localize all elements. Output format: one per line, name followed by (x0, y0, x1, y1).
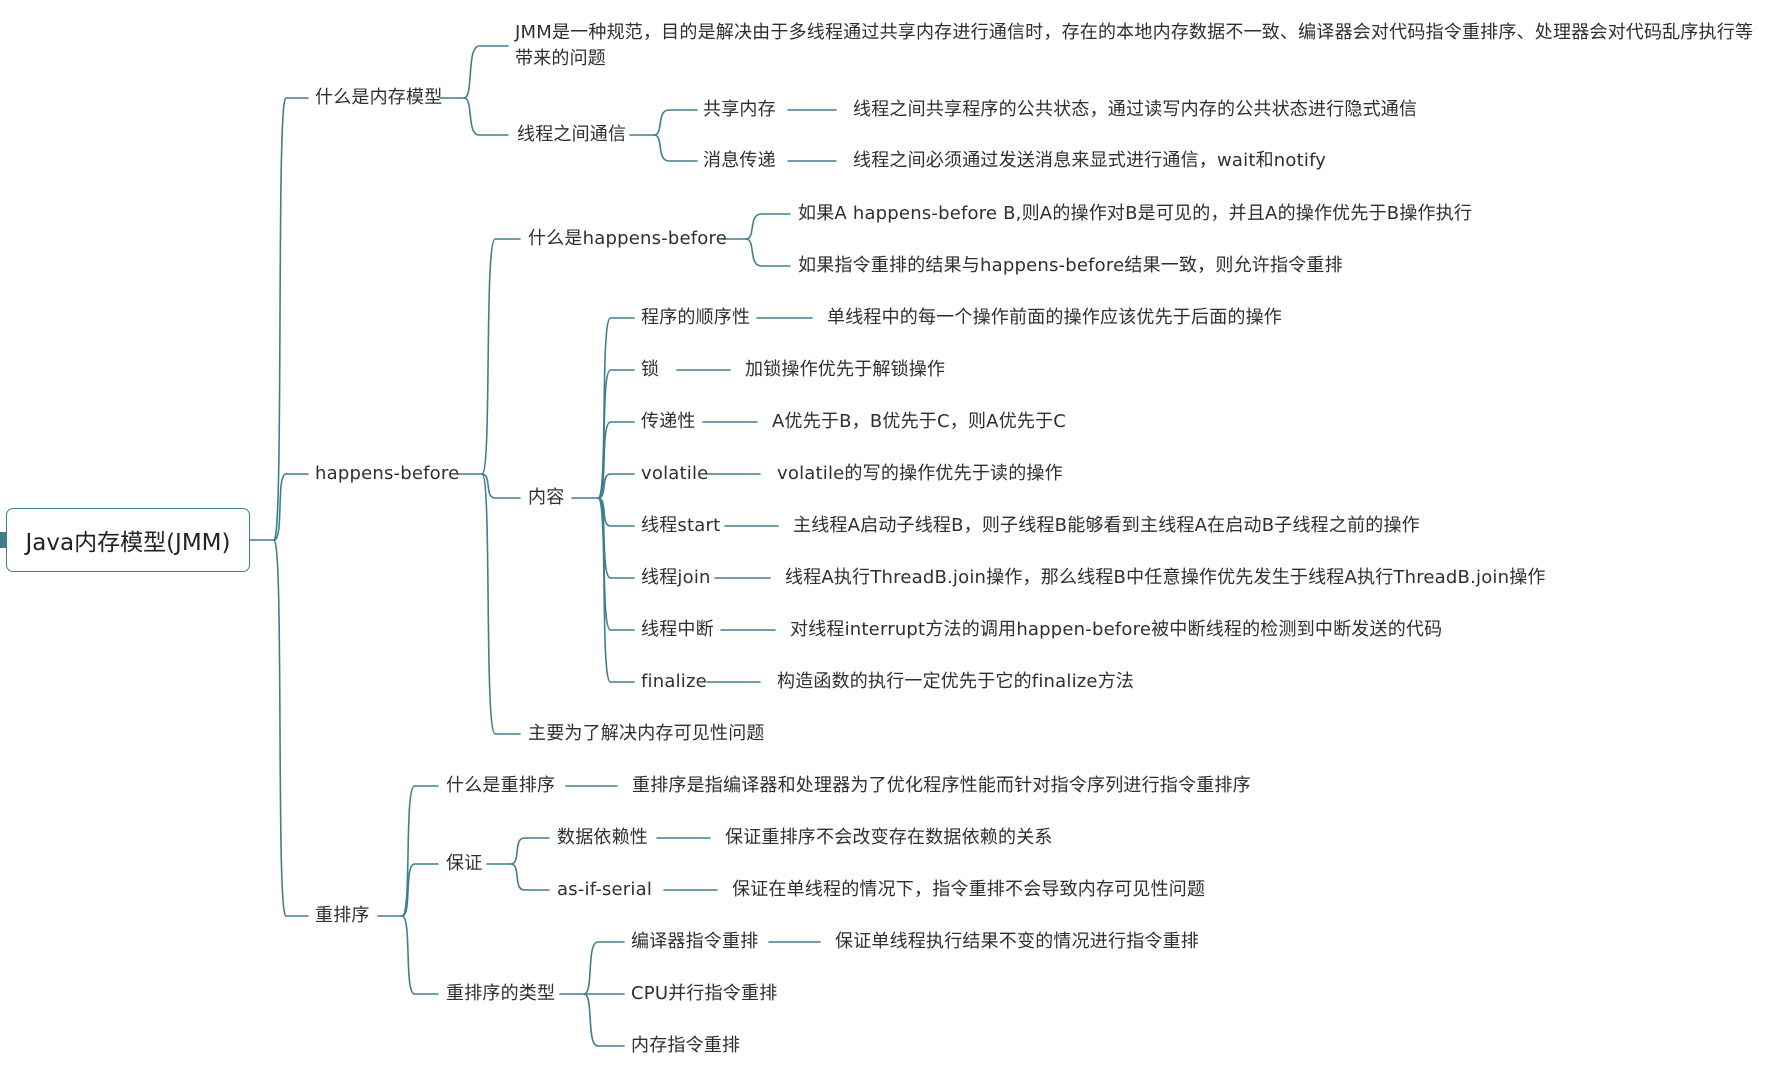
node-what-is-happens-before[interactable]: 什么是happens-before (528, 228, 727, 249)
node-as-if-serial-detail[interactable]: 保证在单线程的情况下，指令重排不会导致内存可见性问题 (732, 879, 1206, 900)
node-shared-memory-detail[interactable]: 线程之间共享程序的公共状态，通过读写内存的公共状态进行隐式通信 (853, 99, 1418, 120)
connector-23 (597, 421, 635, 499)
node-what-is-reorder-detail[interactable]: 重排序是指编译器和处理器为了优化程序性能而针对指令序列进行指令重排序 (632, 775, 1251, 796)
connector-9 (653, 109, 698, 136)
node-rule-transitivity[interactable]: 传递性 (641, 411, 696, 432)
node-memory-reorder[interactable]: 内存指令重排 (631, 1035, 741, 1056)
connector-28 (597, 497, 635, 683)
node-reorder-types[interactable]: 重排序的类型 (446, 983, 556, 1004)
connector-3 (273, 473, 309, 541)
node-rule-thread-interrupt[interactable]: 线程中断 (641, 619, 714, 640)
node-rule-finalize[interactable]: finalize (641, 671, 707, 692)
connector-40 (401, 915, 439, 995)
node-thread-communication[interactable]: 线程之间通信 (517, 124, 627, 145)
node-rule-finalize-detail[interactable]: 构造函数的执行一定优先于它的finalize方法 (777, 671, 1135, 692)
node-compiler-reorder-detail[interactable]: 保证单线程执行结果不变的情况进行指令重排 (835, 931, 1199, 952)
node-rule-volatile[interactable]: volatile (641, 463, 709, 484)
connector-50 (583, 993, 625, 1047)
connector-38 (401, 785, 439, 917)
node-what-is-reorder[interactable]: 什么是重排序 (446, 775, 556, 796)
node-rule-thread-interrupt-detail[interactable]: 对线程interrupt方法的调用happen-before被中断线程的检测到中… (790, 619, 1443, 640)
node-jmm-definition[interactable]: JMM是一种规范，目的是解决由于多线程通过共享内存进行通信时，存在的本地内存数据… (515, 22, 1754, 69)
node-rule-thread-start[interactable]: 线程start (641, 515, 721, 536)
node-compiler-reorder[interactable]: 编译器指令重排 (631, 931, 759, 952)
node-data-dependency[interactable]: 数据依赖性 (557, 827, 648, 848)
connector-6 (463, 45, 509, 99)
root-node[interactable]: Java内存模型(JMM) (6, 508, 250, 572)
node-rule-volatile-detail[interactable]: volatile的写的操作优先于读的操作 (777, 463, 1063, 484)
node-what-is-memory-model[interactable]: 什么是内存模型 (315, 87, 443, 108)
connector-18 (745, 213, 791, 240)
connector-4 (273, 539, 309, 917)
node-content[interactable]: 内容 (528, 487, 565, 508)
connector-15 (481, 473, 521, 499)
root-collapse-handle[interactable] (0, 532, 6, 548)
node-rule-thread-start-detail[interactable]: 主线程A启动子线程B，则子线程B能够看到主线程A在启动B子线程之前的操作 (793, 515, 1420, 536)
node-rule-thread-join[interactable]: 线程join (641, 567, 711, 588)
node-message-passing[interactable]: 消息传递 (703, 150, 776, 171)
node-hb-visibility-rule[interactable]: 如果A happens-before B,则A的操作对B是可见的，并且A的操作优… (798, 203, 1473, 224)
connector-10 (653, 134, 698, 162)
connector-48 (583, 941, 625, 995)
node-rule-transitivity-detail[interactable]: A优先于B，B优先于C，则A优先于C (772, 411, 1067, 432)
node-message-passing-detail[interactable]: 线程之间必须通过发送消息来显式进行通信，wait和notify (853, 150, 1327, 171)
connector-16 (481, 473, 521, 735)
connector-22 (597, 369, 635, 499)
node-hb-purpose[interactable]: 主要为了解决内存可见性问题 (528, 723, 765, 744)
node-cpu-reorder[interactable]: CPU并行指令重排 (631, 983, 778, 1004)
node-reorder[interactable]: 重排序 (315, 905, 370, 926)
node-rule-lock-detail[interactable]: 加锁操作优先于解锁操作 (745, 359, 946, 380)
node-shared-memory[interactable]: 共享内存 (703, 99, 776, 120)
node-rule-program-order-detail[interactable]: 单线程中的每一个操作前面的操作应该优先于后面的操作 (827, 307, 1282, 328)
node-as-if-serial[interactable]: as-if-serial (557, 879, 653, 900)
connector-14 (481, 238, 521, 475)
connector-24 (597, 473, 635, 499)
node-data-dependency-detail[interactable]: 保证重排序不会改变存在数据依赖的关系 (725, 827, 1053, 848)
node-happens-before[interactable]: happens-before (315, 463, 460, 484)
connector-43 (510, 837, 550, 865)
node-rule-lock[interactable]: 锁 (641, 359, 660, 380)
connector-7 (463, 97, 509, 136)
connector-39 (401, 863, 439, 917)
node-guarantee[interactable]: 保证 (446, 853, 483, 874)
connector-44 (510, 863, 550, 891)
connector-2 (273, 97, 309, 541)
root-node-label: Java内存模型(JMM) (25, 530, 231, 556)
node-rule-thread-join-detail[interactable]: 线程A执行ThreadB.join操作，那么线程B中任意操作优先发生于线程A执行… (785, 567, 1546, 588)
node-hb-reorder-rule[interactable]: 如果指令重排的结果与happens-before结果一致，则允许指令重排 (798, 255, 1343, 276)
node-rule-program-order[interactable]: 程序的顺序性 (641, 307, 751, 328)
connector-19 (745, 238, 791, 267)
